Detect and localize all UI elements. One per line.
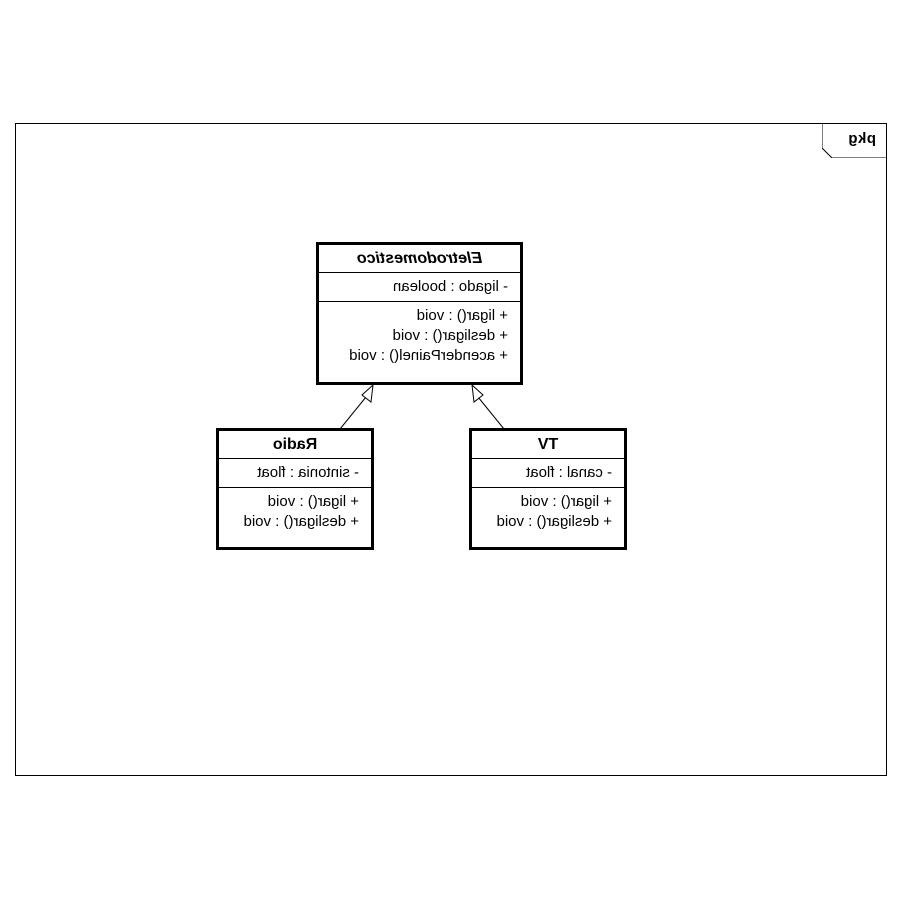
- class-eletrodomestico[interactable]: Eletrodomestico - ligado : boolean + lig…: [316, 242, 523, 385]
- attributes-compartment: - sintonia : float: [219, 459, 371, 488]
- package-tab: pkg: [822, 124, 886, 158]
- operations-compartment: + ligar() : void + desligar() : void: [219, 488, 371, 536]
- class-name: Eletrodomestico: [319, 245, 520, 273]
- operation: + ligar() : void: [267, 493, 359, 510]
- attributes-compartment: - canal : float: [472, 459, 624, 488]
- generalization-radio-arrowhead: [361, 383, 374, 403]
- generalization-tv-arrowhead: [471, 383, 484, 403]
- operation: + desligar() : void: [243, 513, 359, 530]
- package-tab-outline: [822, 124, 886, 158]
- attribute: - canal : float: [526, 464, 612, 481]
- operation: + desligar() : void: [392, 327, 508, 344]
- operation: + ligar() : void: [416, 307, 508, 324]
- operations-compartment: + ligar() : void + desligar() : void: [472, 488, 624, 536]
- generalization-radio-line: [339, 396, 367, 430]
- operation: + ligar() : void: [520, 493, 612, 510]
- generalization-tv-line: [477, 396, 505, 430]
- operation: + desligar() : void: [496, 513, 612, 530]
- attribute: - ligado : boolean: [392, 278, 508, 295]
- class-radio[interactable]: Radio - sintonia : float + ligar() : voi…: [216, 428, 374, 550]
- operation: + acenderPainel() : void: [349, 347, 508, 364]
- attributes-compartment: - ligado : boolean: [319, 273, 520, 302]
- attribute: - sintonia : float: [257, 464, 359, 481]
- class-tv[interactable]: TV - canal : float + ligar() : void + de…: [469, 428, 627, 550]
- class-name: TV: [472, 431, 624, 459]
- class-name: Radio: [219, 431, 371, 459]
- operations-compartment: + ligar() : void + desligar() : void + a…: [319, 302, 520, 370]
